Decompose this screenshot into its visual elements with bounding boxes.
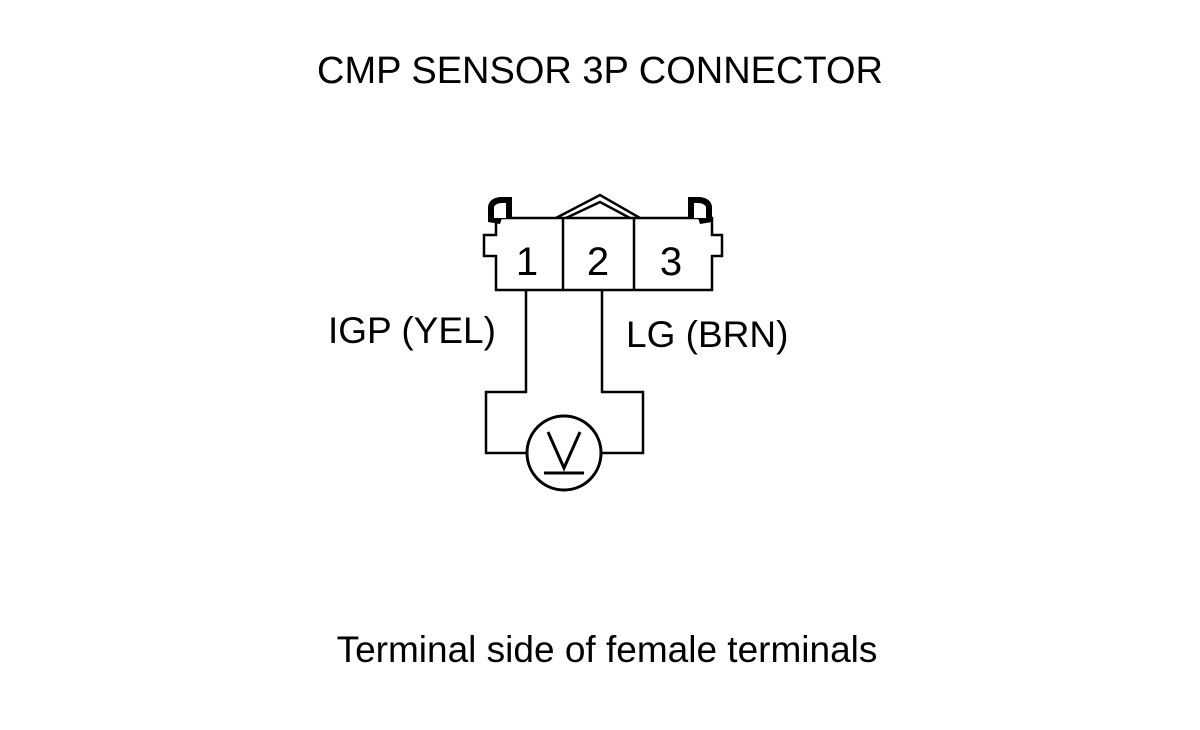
pin-label-2: 2 xyxy=(587,240,609,284)
connector-latch xyxy=(555,193,641,220)
left-wire-label: IGP (YEL) xyxy=(328,310,496,351)
voltmeter-icon xyxy=(525,414,603,492)
right-lock-tab-highlight xyxy=(694,203,706,218)
diagram-title: CMP SENSOR 3P CONNECTOR xyxy=(317,50,883,92)
left-lock-tab-highlight xyxy=(494,203,506,218)
pin-label-3: 3 xyxy=(660,240,682,284)
right-test-lead xyxy=(600,290,645,455)
pin-label-1: 1 xyxy=(516,240,538,284)
left-test-lead xyxy=(484,290,528,455)
connector-latch-inner xyxy=(565,200,631,220)
diagram-caption: Terminal side of female terminals xyxy=(337,629,878,670)
voltmeter-v-glyph xyxy=(546,431,582,472)
connector-body: 1 2 3 xyxy=(482,193,724,292)
right-wire-label: LG (BRN) xyxy=(626,314,788,355)
test-leads xyxy=(484,290,645,455)
